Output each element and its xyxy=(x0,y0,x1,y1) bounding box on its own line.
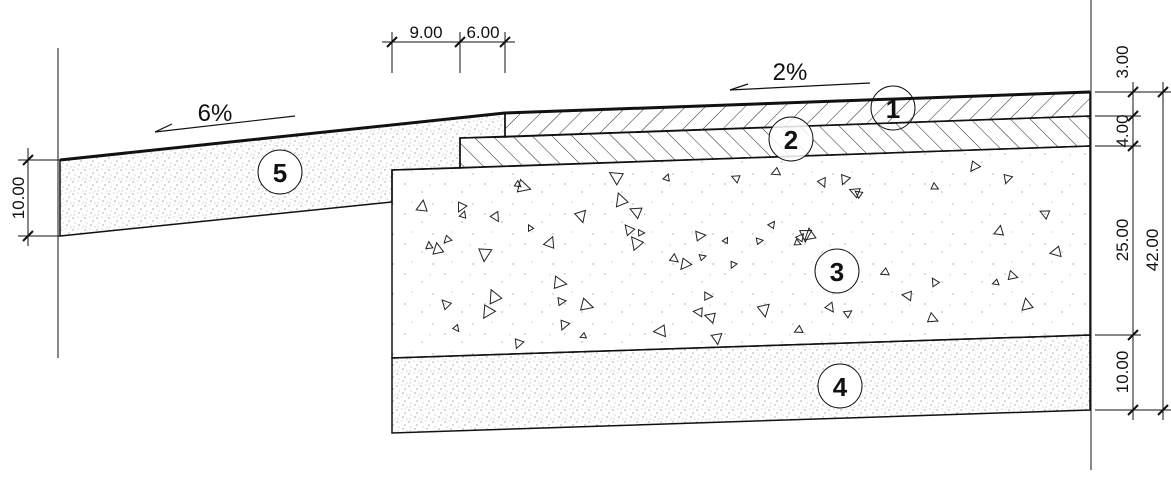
aggregate-mark xyxy=(721,236,729,245)
aggregate-mark xyxy=(1048,245,1062,258)
layer-2-marker: 2 xyxy=(768,116,814,162)
aggregate-mark xyxy=(730,175,741,184)
dim-shoulder-thickness: 10.00 xyxy=(9,177,28,220)
aggregate-mark xyxy=(629,207,643,220)
shoulder-slope-arrow xyxy=(154,115,296,133)
aggregate-mark xyxy=(573,209,587,224)
aggregate-mark xyxy=(710,332,723,346)
aggregate-mark xyxy=(991,278,1000,286)
aggregate-mark xyxy=(1007,269,1019,281)
dim-layer2: 4.00 xyxy=(1113,114,1132,147)
dim-layer4: 10.00 xyxy=(1113,351,1132,394)
aggregate-mark xyxy=(766,220,776,230)
aggregate-mark xyxy=(730,260,739,270)
aggregate-mark xyxy=(527,223,535,233)
aggregate-mark xyxy=(698,254,708,262)
aggregate-mark xyxy=(557,296,568,307)
layer-3-marker: 3 xyxy=(814,248,860,294)
aggregate-mark xyxy=(624,224,636,237)
aggregate-marks xyxy=(415,160,1062,350)
aggregate-mark xyxy=(415,198,428,212)
dim-layer3: 25.00 xyxy=(1113,219,1132,262)
aggregate-mark xyxy=(680,257,693,271)
aggregate-mark xyxy=(798,229,813,244)
top-dimension xyxy=(382,32,515,73)
aggregate-mark xyxy=(793,238,802,246)
aggregate-mark xyxy=(704,291,714,301)
aggregate-mark xyxy=(630,235,645,252)
aggregate-mark xyxy=(841,173,852,186)
right-dimension xyxy=(1095,82,1171,420)
aggregate-mark xyxy=(1003,173,1014,185)
aggregate-mark xyxy=(553,275,568,290)
dim-layer1: 3.00 xyxy=(1113,45,1132,78)
layer-3-base xyxy=(391,145,1091,359)
aggregate-mark xyxy=(615,191,629,208)
aggregate-mark xyxy=(513,179,522,188)
aggregate-mark xyxy=(458,201,468,213)
layer-4-number: 4 xyxy=(833,372,848,402)
aggregate-mark xyxy=(542,235,555,249)
dim-top-right: 6.00 xyxy=(466,23,499,42)
dim-top-left: 9.00 xyxy=(409,23,442,42)
aggregate-mark xyxy=(451,323,460,333)
aggregate-mark xyxy=(900,290,912,302)
aggregate-mark xyxy=(608,171,625,186)
aggregate-mark xyxy=(692,307,703,318)
aggregate-mark xyxy=(703,312,716,325)
aggregate-mark xyxy=(930,181,940,190)
layer-2-number: 2 xyxy=(784,125,798,155)
aggregate-mark xyxy=(823,301,834,313)
aggregate-mark xyxy=(579,297,595,311)
aggregate-mark xyxy=(441,299,453,311)
layer-1-number: 1 xyxy=(886,94,900,124)
aggregate-mark xyxy=(483,304,497,320)
aggregate-mark xyxy=(756,303,770,319)
aggregate-mark xyxy=(1039,210,1051,221)
shoulder-slope-label: 6% xyxy=(198,100,233,127)
aggregate-mark xyxy=(514,338,525,350)
aggregate-mark xyxy=(652,324,667,338)
aggregate-mark xyxy=(816,176,826,189)
aggregate-mark xyxy=(803,226,817,241)
road-slope-label: 2% xyxy=(773,59,808,86)
aggregate-mark xyxy=(755,237,765,246)
aggregate-mark xyxy=(970,160,982,173)
aggregate-mark xyxy=(458,210,467,219)
aggregate-mark xyxy=(478,248,493,263)
aggregate-mark xyxy=(931,277,941,288)
aggregate-mark xyxy=(668,252,679,263)
aggregate-mark xyxy=(489,288,503,305)
aggregate-mark xyxy=(432,241,445,255)
aggregate-mark xyxy=(695,230,707,242)
aggregate-mark xyxy=(579,331,588,339)
aggregate-mark xyxy=(770,166,782,176)
aggregate-mark xyxy=(879,267,890,276)
aggregate-mark xyxy=(854,190,864,200)
aggregate-mark xyxy=(926,311,939,323)
layer-5-marker: 5 xyxy=(257,149,303,195)
aggregate-mark xyxy=(993,224,1005,236)
aggregate-mark xyxy=(425,240,434,250)
aggregate-mark xyxy=(661,173,670,182)
left-dimension xyxy=(18,148,62,246)
aggregate-mark xyxy=(793,324,804,333)
aggregate-mark xyxy=(516,178,532,193)
aggregate-mark xyxy=(848,188,861,199)
aggregate-mark xyxy=(489,210,499,223)
layer-1-marker: 1 xyxy=(870,85,916,131)
layer-3-number: 3 xyxy=(830,257,844,287)
layer-4-marker: 4 xyxy=(817,363,863,409)
dim-total: 42.00 xyxy=(1143,229,1162,272)
aggregate-mark xyxy=(560,319,571,331)
layer-5-number: 5 xyxy=(273,158,287,188)
aggregate-mark xyxy=(637,228,646,237)
aggregate-mark xyxy=(1021,297,1034,311)
aggregate-mark xyxy=(842,310,853,319)
aggregate-mark xyxy=(443,234,453,244)
road-slope-arrow xyxy=(729,82,871,91)
